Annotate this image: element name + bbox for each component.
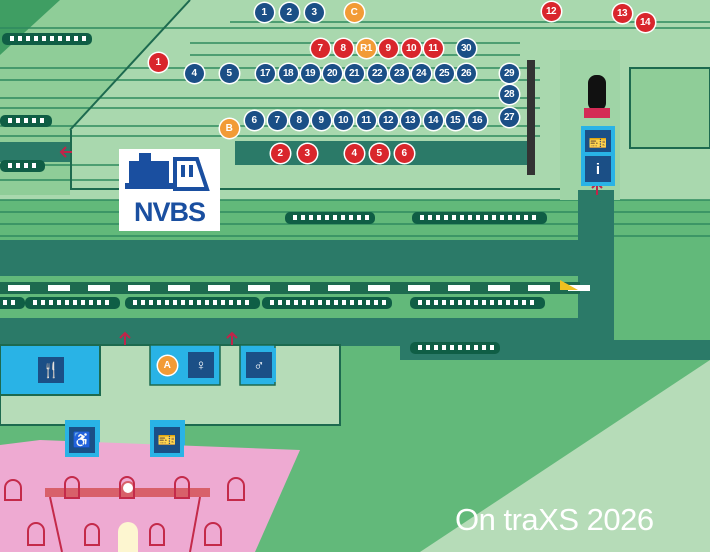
marker-blue-20[interactable]: 20 bbox=[322, 63, 342, 83]
marker-orange-B[interactable]: B bbox=[219, 118, 239, 138]
info-icon[interactable]: i bbox=[581, 152, 615, 186]
marker-blue-2[interactable]: 2 bbox=[279, 2, 299, 22]
logo-text: NVBS bbox=[133, 197, 206, 227]
mens-toilet-icon[interactable]: ♂ bbox=[242, 348, 276, 382]
marker-blue-7[interactable]: 7 bbox=[267, 110, 287, 130]
marker-red-7[interactable]: 7 bbox=[310, 38, 330, 58]
womens-toilet-icon[interactable]: ♀ bbox=[184, 348, 218, 382]
marker-blue-10[interactable]: 10 bbox=[333, 110, 353, 130]
marker-red-1[interactable]: 1 bbox=[148, 52, 168, 72]
marker-blue-5[interactable]: 5 bbox=[219, 63, 239, 83]
marker-blue-17[interactable]: 17 bbox=[255, 63, 275, 83]
marker-blue-22[interactable]: 22 bbox=[367, 63, 387, 83]
marker-blue-4[interactable]: 4 bbox=[184, 63, 204, 83]
marker-blue-15[interactable]: 15 bbox=[445, 110, 465, 130]
marker-blue-26[interactable]: 26 bbox=[456, 63, 476, 83]
train-icon bbox=[410, 342, 500, 354]
marker-blue-19[interactable]: 19 bbox=[300, 63, 320, 83]
marker-blue-9[interactable]: 9 bbox=[311, 110, 331, 130]
marker-blue-29[interactable]: 29 bbox=[499, 63, 519, 83]
train-icon bbox=[0, 160, 45, 172]
marker-red-13[interactable]: 13 bbox=[612, 3, 632, 23]
marker-red-12[interactable]: 12 bbox=[541, 1, 561, 21]
ticket-icon[interactable]: 🎫 bbox=[150, 423, 184, 457]
marker-blue-18[interactable]: 18 bbox=[278, 63, 298, 83]
marker-blue-6[interactable]: 6 bbox=[244, 110, 264, 130]
train-logo-icon bbox=[125, 153, 210, 191]
marker-blue-13[interactable]: 13 bbox=[400, 110, 420, 130]
wheelchair-icon[interactable]: ♿ bbox=[65, 423, 99, 457]
marker-red-4[interactable]: 4 bbox=[344, 143, 364, 163]
marker-blue-25[interactable]: 25 bbox=[434, 63, 454, 83]
train-icon bbox=[285, 212, 375, 224]
marker-orange-C[interactable]: C bbox=[344, 2, 364, 22]
ticket-icon[interactable]: 🎫 bbox=[581, 126, 615, 160]
marker-red-2[interactable]: 2 bbox=[270, 143, 290, 163]
restaurant-icon[interactable]: 🍴 bbox=[34, 353, 68, 387]
marker-red-5[interactable]: 5 bbox=[369, 143, 389, 163]
marker-blue-3[interactable]: 3 bbox=[304, 2, 324, 22]
marker-blue-23[interactable]: 23 bbox=[389, 63, 409, 83]
marker-orange-A[interactable]: A bbox=[157, 355, 177, 375]
marker-orange-R1[interactable]: R1 bbox=[356, 38, 376, 58]
marker-blue-1[interactable]: 1 bbox=[254, 2, 274, 22]
marker-red-6[interactable]: 6 bbox=[394, 143, 414, 163]
marker-red-10[interactable]: 10 bbox=[401, 38, 421, 58]
marker-red-3[interactable]: 3 bbox=[297, 143, 317, 163]
nvbs-logo: NVBS bbox=[119, 149, 220, 231]
marker-blue-28[interactable]: 28 bbox=[499, 84, 519, 104]
marker-blue-11[interactable]: 11 bbox=[356, 110, 376, 130]
marker-red-14[interactable]: 14 bbox=[635, 12, 655, 32]
marker-red-8[interactable]: 8 bbox=[333, 38, 353, 58]
marker-blue-14[interactable]: 14 bbox=[423, 110, 443, 130]
train-icon bbox=[2, 33, 92, 45]
marker-blue-30[interactable]: 30 bbox=[456, 38, 476, 58]
marker-blue-12[interactable]: 12 bbox=[378, 110, 398, 130]
marker-red-9[interactable]: 9 bbox=[378, 38, 398, 58]
train-icon bbox=[25, 297, 120, 309]
marker-blue-8[interactable]: 8 bbox=[289, 110, 309, 130]
marker-blue-21[interactable]: 21 bbox=[344, 63, 364, 83]
watermark-caption: On traXS 2026 bbox=[455, 502, 654, 537]
marker-blue-24[interactable]: 24 bbox=[411, 63, 431, 83]
marker-blue-27[interactable]: 27 bbox=[499, 107, 519, 127]
marker-red-11[interactable]: 11 bbox=[423, 38, 443, 58]
marker-blue-16[interactable]: 16 bbox=[467, 110, 487, 130]
